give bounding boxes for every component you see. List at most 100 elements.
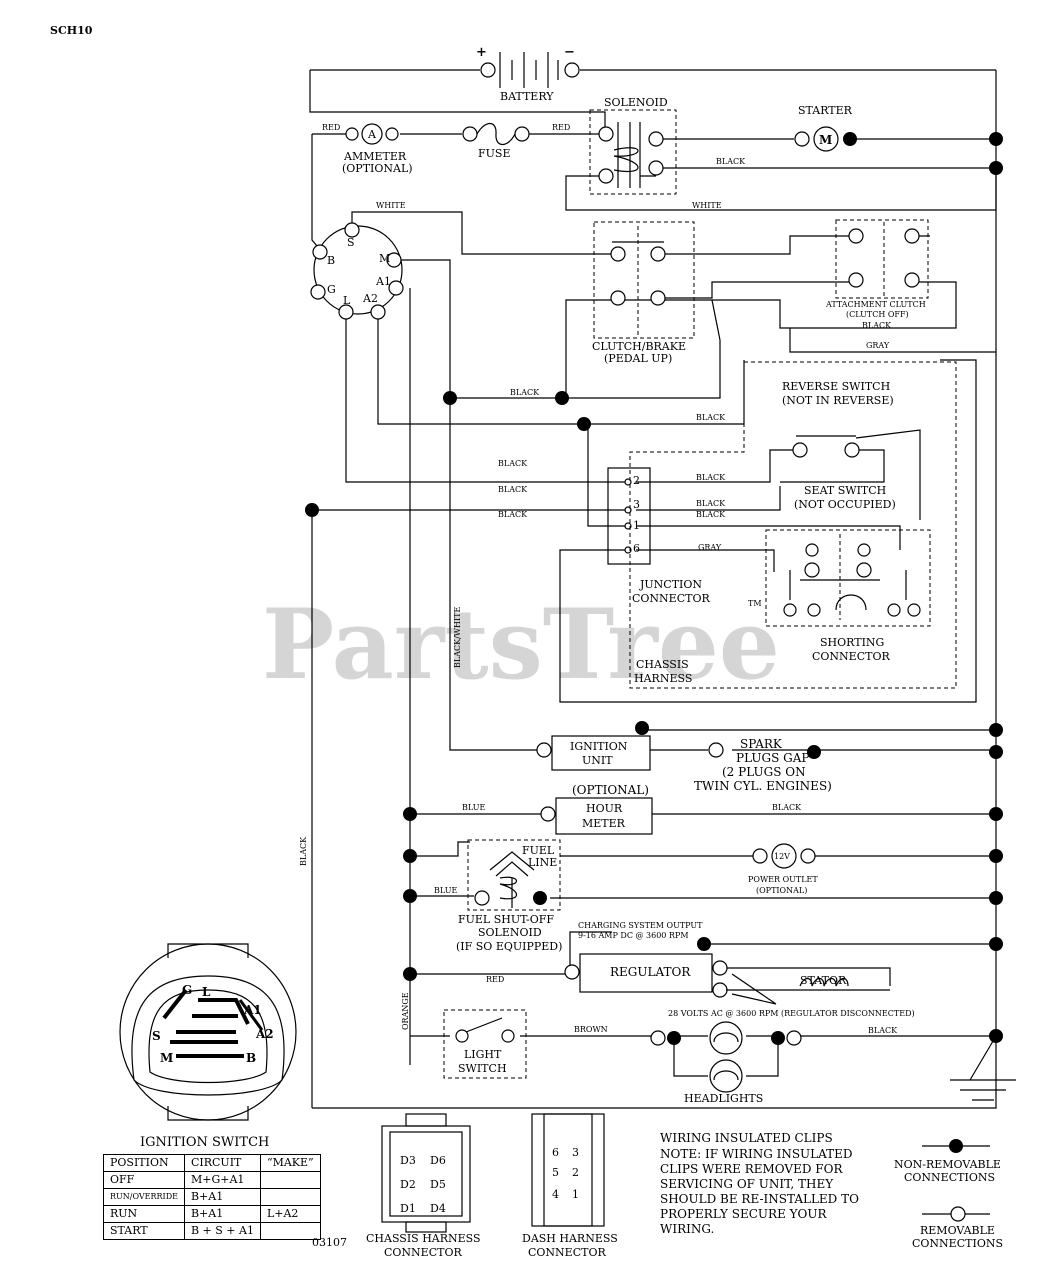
ammeter: A AMMETER (OPTIONAL): [342, 123, 413, 175]
legend-removable-1: REMOVABLE: [920, 1224, 995, 1237]
chassis-harness-connector: D3 D6 D2 D5 D1 D4 CHASSIS HARNESS CONNEC…: [366, 1113, 481, 1259]
wire-orange: ORANGE: [401, 992, 410, 1030]
ignition-unit: IGNITION UNIT SPARK PLUGS GAP (2 PLUGS O…: [536, 735, 832, 793]
page-code: SCH10: [50, 24, 93, 37]
wire-black-e: BLACK: [498, 510, 528, 519]
spark-line1: SPARK: [740, 737, 783, 751]
battery-minus: −: [564, 45, 575, 60]
table-cell-extra: [259, 1188, 321, 1206]
chassis-pin-D4: D4: [430, 1202, 446, 1215]
fuse: FUSE: [462, 122, 530, 160]
wiring-note: WIRING INSULATED CLIPS NOTE: IF WIRING I…: [660, 1131, 859, 1236]
attachment-clutch-switch: ATTACHMENT CLUTCH (CLUTCH OFF): [825, 219, 929, 319]
ammeter-optional: (OPTIONAL): [342, 162, 413, 175]
table-cell-position: OFF: [103, 1171, 185, 1189]
fuel-line-1: FUEL: [522, 844, 555, 857]
wire-black-starter: BLACK: [716, 157, 746, 166]
ignition-switch-face: G L A1 A2 S M B IGNITION SWITCH: [119, 943, 297, 1150]
ignition-terminal-block: S M B A1 G L A2: [310, 222, 404, 320]
table-cell-position: RUN: [103, 1205, 185, 1223]
table-cell-extra: L+A2: [259, 1205, 321, 1223]
wire-black-f: BLACK: [696, 473, 726, 482]
dash-pin-1: 1: [572, 1188, 579, 1201]
table-cell-circuit: B+A1: [183, 1205, 261, 1223]
fuel-shutoff-line3: (IF SO EQUIPPED): [456, 940, 562, 953]
dash-harness-label2: CONNECTOR: [528, 1246, 606, 1259]
table-cell-circuit: M+G+A1: [183, 1171, 261, 1189]
chassis-pin-D6: D6: [430, 1154, 446, 1167]
wire-black-d: BLACK: [498, 485, 528, 494]
solenoid-label: SOLENOID: [604, 96, 668, 109]
table-header-row: POSITION CIRCUIT “MAKE”: [103, 1154, 321, 1172]
charging-line2: 9-16 AMP DC @ 3600 RPM: [578, 931, 689, 940]
power-outlet-symbol: 12V: [774, 852, 790, 861]
note-line-1: WIRING INSULATED CLIPS: [660, 1131, 833, 1145]
table-row: START B + S + A1: [103, 1222, 321, 1240]
note-line-7: WIRING.: [660, 1222, 714, 1236]
terminal-A2: A2: [362, 292, 378, 305]
watermark-trademark: TM: [748, 599, 762, 608]
battery-plus: +: [476, 45, 487, 60]
table-cell-position: START: [103, 1222, 185, 1240]
legend-non-removable-2: CONNECTIONS: [904, 1171, 995, 1184]
clutch-brake-switch: CLUTCH/BRAKE (PEDAL UP): [592, 221, 695, 365]
reverse-switch-label: REVERSE SWITCH: [782, 380, 890, 393]
wire-black-white: BLACK/WHITE: [453, 607, 462, 668]
wire-blue-fuel: BLUE: [434, 886, 457, 895]
terminal-L: L: [343, 294, 351, 307]
wire-black-a: BLACK: [510, 388, 540, 397]
hour-meter-line2: METER: [582, 817, 626, 830]
wire-red-1: RED: [322, 123, 340, 132]
solder-joints: [305, 132, 1003, 1045]
chassis-harness-label2: CONNECTOR: [384, 1246, 462, 1259]
charging-line1: CHARGING SYSTEM OUTPUT: [578, 921, 703, 930]
wire-black-c: BLACK: [498, 459, 528, 468]
wire-black-h: BLACK: [696, 510, 726, 519]
wire-blue-hour: BLUE: [462, 803, 485, 812]
starter-motor: M STARTER: [794, 104, 857, 152]
table-header: “MAKE”: [259, 1154, 321, 1172]
table-header: CIRCUIT: [183, 1154, 261, 1172]
legend-removable-2: CONNECTIONS: [912, 1237, 1003, 1250]
table-cell-extra: [259, 1171, 321, 1189]
terminal-B: B: [327, 254, 335, 267]
light-switch-line2: SWITCH: [458, 1062, 507, 1075]
stator-label: STATOR: [800, 974, 847, 987]
wire-black-b: BLACK: [696, 413, 726, 422]
junction-connector-label: CONNECTOR: [632, 592, 710, 605]
table-cell-extra: [259, 1222, 321, 1240]
wire-black-frame: BLACK: [299, 836, 308, 866]
solenoid: SOLENOID: [589, 96, 677, 195]
ammeter-symbol: A: [367, 128, 377, 141]
terminal-M: M: [379, 252, 390, 265]
terminal-S: S: [347, 236, 355, 249]
junction-label: JUNCTION: [639, 578, 702, 591]
table-cell-position: RUN/OVERRIDE: [103, 1188, 185, 1206]
ignition-switch-title: IGNITION SWITCH: [140, 1135, 269, 1150]
fuel-shutoff-solenoid: FUEL LINE FUEL SHUT-OFF SOLENOID (IF SO …: [434, 839, 562, 953]
chassis-harness-area: CHASSIS HARNESS: [629, 361, 957, 689]
ammeter-label: AMMETER: [343, 150, 407, 163]
dash-harness-label1: DASH HARNESS: [522, 1232, 618, 1245]
legend: NON-REMOVABLE CONNECTIONS REMOVABLE CONN…: [894, 1139, 1003, 1250]
wire-black-headlights: BLACK: [868, 1026, 898, 1035]
wire-black-g: BLACK: [696, 499, 726, 508]
regulator-label: REGULATOR: [610, 965, 691, 979]
junction-pin-6: 6: [633, 542, 640, 555]
dash-pin-5: 5: [552, 1166, 559, 1179]
dash-harness-connector: 6 3 5 2 4 1 DASH HARNESS CONNECTOR: [522, 1113, 618, 1259]
junction-pin-3: 3: [633, 498, 640, 511]
doc-number: 03107: [312, 1236, 347, 1249]
spark-line4: TWIN CYL. ENGINES): [694, 779, 832, 793]
starter-symbol: M: [819, 133, 832, 147]
reverse-switch-state: (NOT IN REVERSE): [782, 394, 894, 407]
terminal-A1: A1: [375, 275, 391, 288]
shorting-label: SHORTING: [820, 636, 884, 649]
wire-gray-clutch: GRAY: [866, 341, 890, 350]
chassis-pin-D5: D5: [430, 1178, 446, 1191]
ignition-unit-line2: UNIT: [582, 754, 613, 767]
power-outlet-optional: (OPTIONAL): [756, 886, 807, 895]
battery-label: BATTERY: [500, 90, 554, 103]
wire-red-regulator: RED: [486, 975, 504, 984]
